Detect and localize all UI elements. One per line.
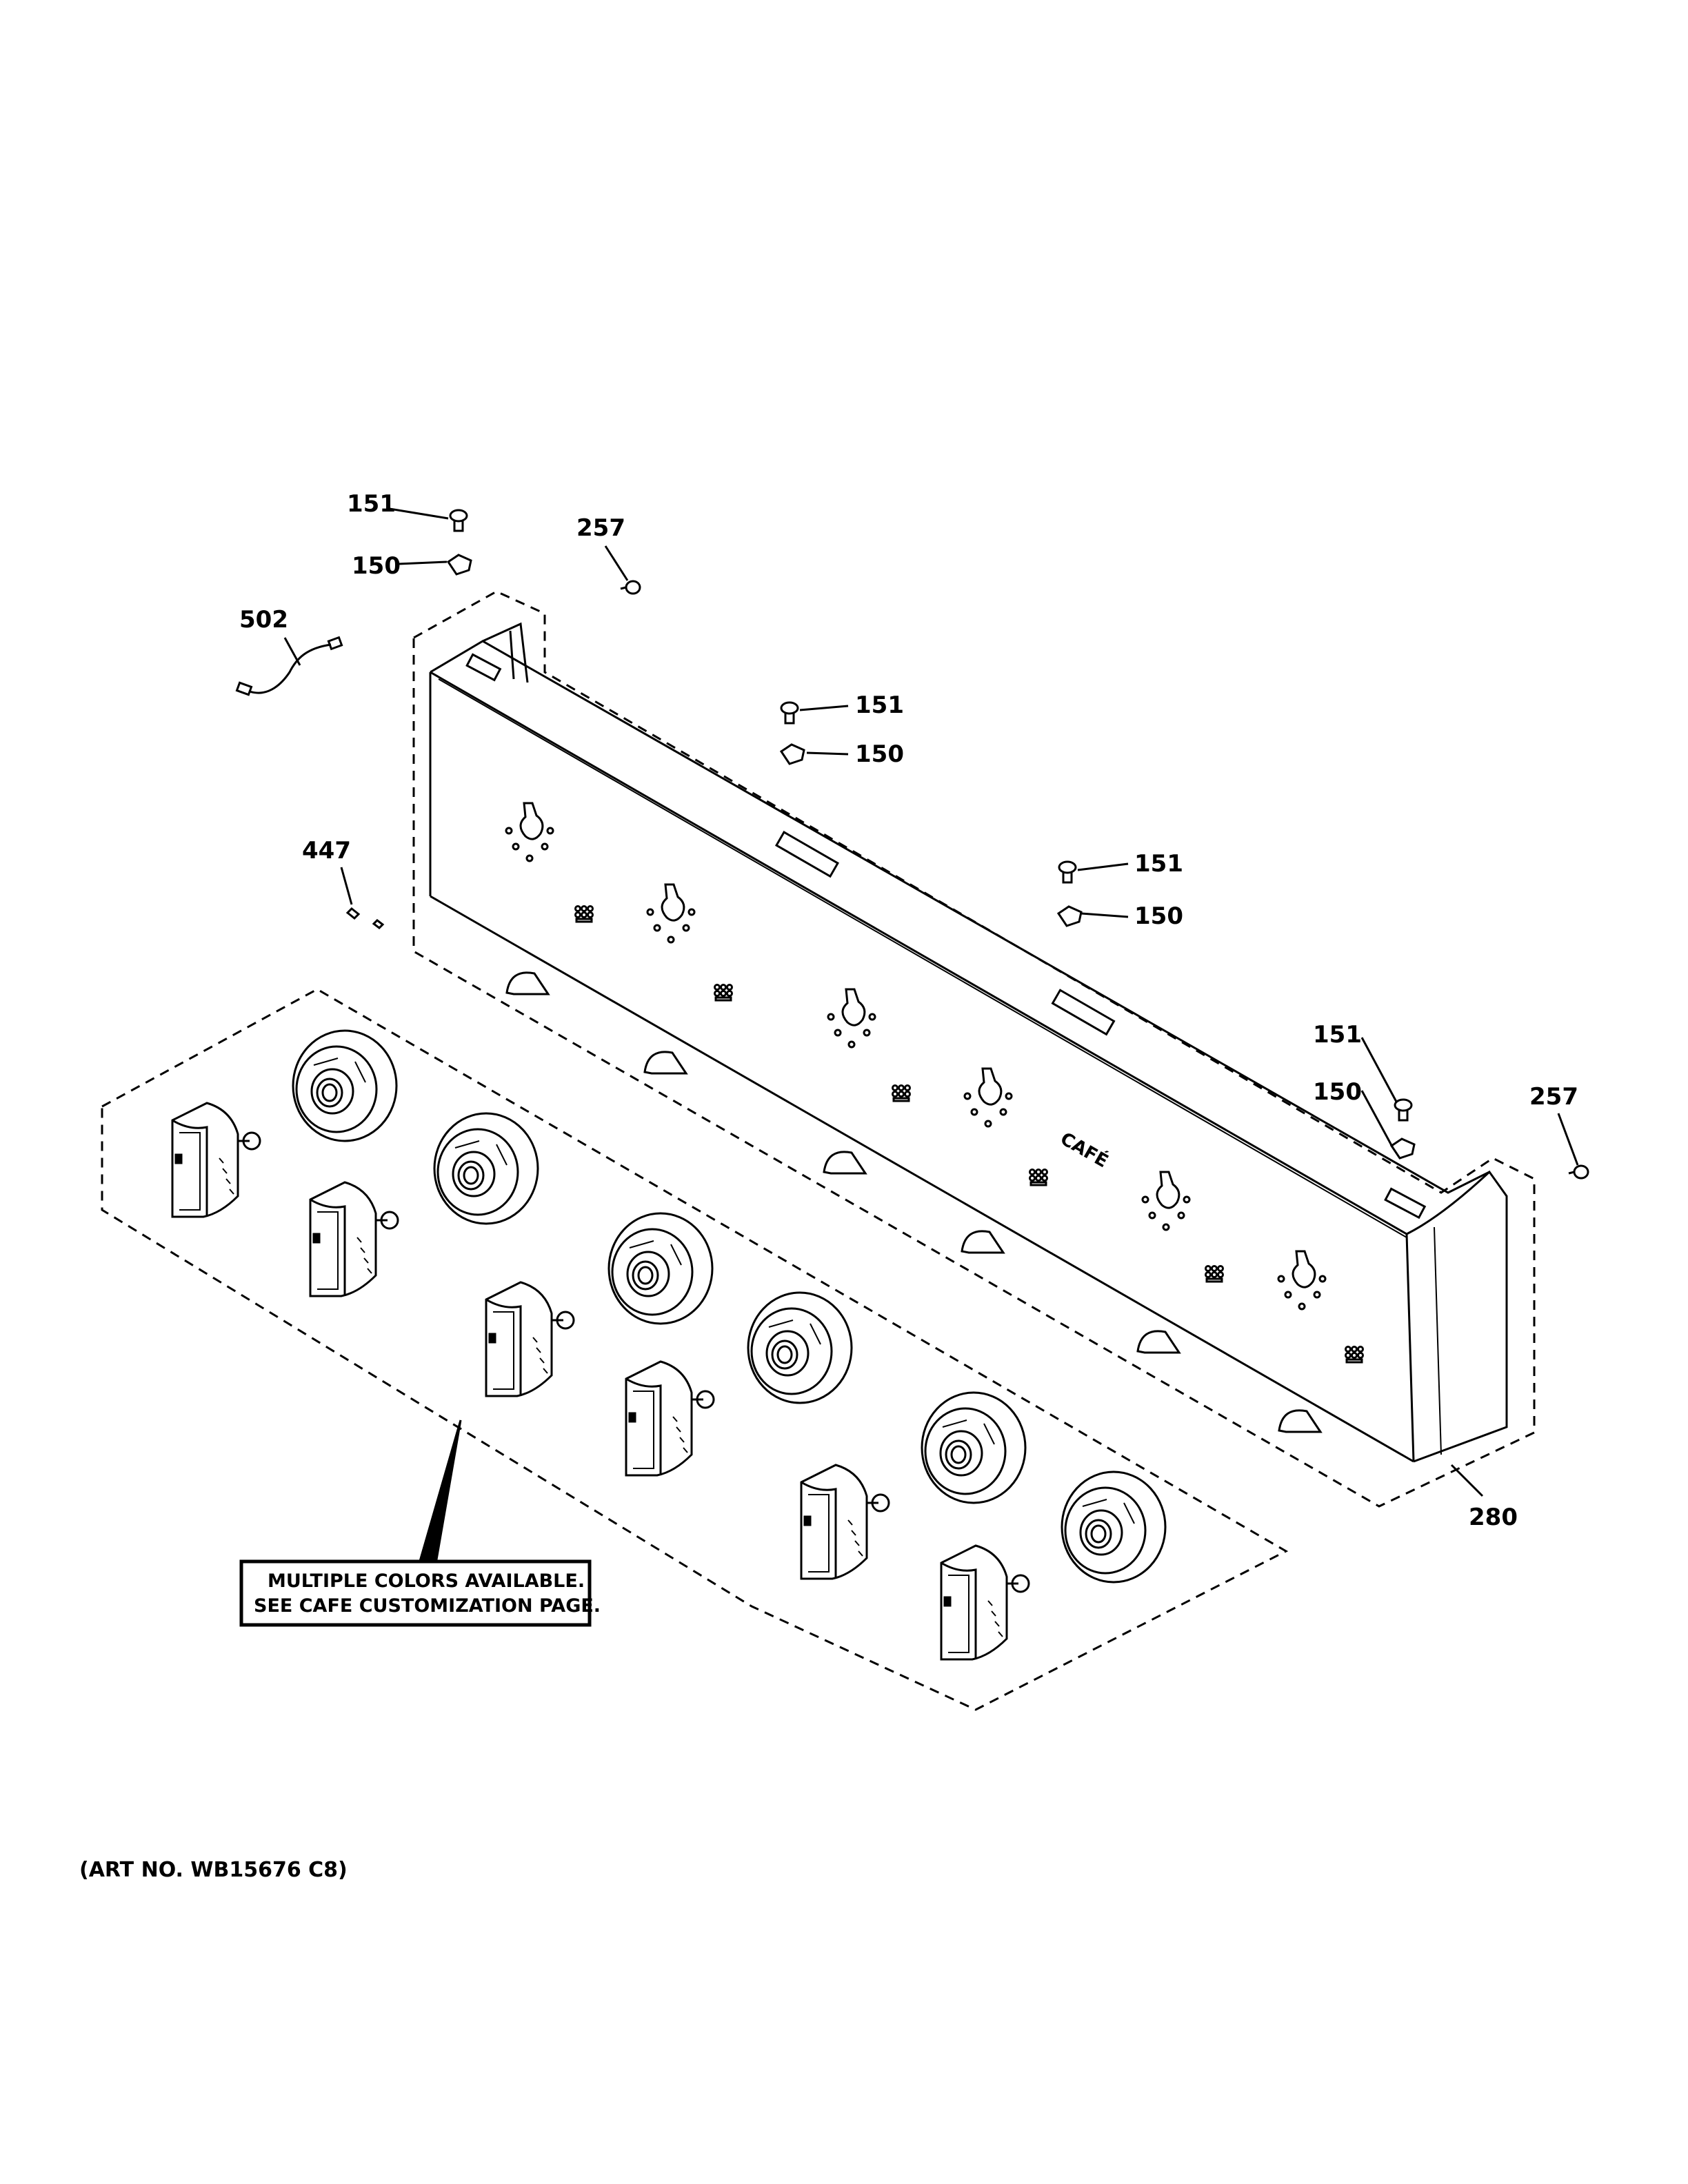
note-line-2: SEE CAFE CUSTOMIZATION PAGE. xyxy=(254,1595,601,1617)
knob-set xyxy=(171,1102,1030,1661)
screw-447-b xyxy=(372,919,385,929)
backguard-panel xyxy=(429,622,1508,1463)
note-line-1: MULTIPLE COLORS AVAILABLE. xyxy=(268,1570,585,1592)
screw-151-d xyxy=(1394,1098,1413,1122)
screw-151-a xyxy=(449,509,468,532)
valve-hole xyxy=(1277,1250,1327,1311)
callout-150-c: 150 xyxy=(1134,902,1183,930)
valve-hole xyxy=(505,802,554,862)
leader-lines xyxy=(283,507,1579,1565)
control-knob xyxy=(625,1360,715,1477)
art-number: (ART NO. WB15676 C8) xyxy=(79,1858,348,1882)
burner-mark xyxy=(1345,1346,1364,1364)
callout-257-a: 257 xyxy=(576,514,625,542)
burner-mark xyxy=(714,984,733,1002)
control-knob xyxy=(800,1464,890,1580)
knob-bezel xyxy=(292,1029,398,1142)
valve-hole xyxy=(827,988,876,1049)
control-knob xyxy=(485,1281,575,1397)
callout-502: 502 xyxy=(239,606,288,634)
panel-group-boundary xyxy=(412,590,1536,1508)
valve-hole xyxy=(646,883,696,944)
clip-150-a xyxy=(446,554,472,576)
screw-151-c xyxy=(1058,860,1077,884)
callout-150-b: 150 xyxy=(855,740,904,768)
burner-mark xyxy=(1029,1169,1048,1186)
knob-group-boundary xyxy=(101,988,1289,1711)
note-box xyxy=(239,1559,592,1627)
screw-257-b xyxy=(1568,1164,1589,1180)
clip-150-d xyxy=(1389,1138,1416,1160)
knob-bezel xyxy=(921,1391,1027,1504)
hardware-parts xyxy=(235,509,1589,1180)
knob-bezel xyxy=(1061,1470,1167,1584)
burner-mark xyxy=(1205,1265,1224,1283)
clip-150-c xyxy=(1056,905,1083,927)
screw-447-a xyxy=(345,907,361,920)
control-knob xyxy=(171,1102,261,1218)
knob-bezel xyxy=(607,1212,714,1325)
control-knob xyxy=(940,1544,1030,1661)
callout-150-a: 150 xyxy=(352,552,401,580)
burner-mark xyxy=(892,1084,911,1102)
screw-257-a xyxy=(620,580,641,595)
burner-mark xyxy=(574,905,594,923)
knob-bezel xyxy=(433,1112,539,1225)
callout-151-d: 151 xyxy=(1313,1021,1362,1049)
knob-bezel xyxy=(747,1291,853,1404)
control-knob xyxy=(309,1181,399,1297)
callout-447: 447 xyxy=(302,837,351,865)
callout-151-c: 151 xyxy=(1134,850,1183,878)
callout-151-a: 151 xyxy=(347,490,396,518)
callout-150-d: 150 xyxy=(1313,1078,1362,1106)
bezel-set xyxy=(292,1029,1167,1584)
screw-151-b xyxy=(780,701,799,725)
valve-hole xyxy=(1141,1171,1191,1231)
wire-harness-502 xyxy=(235,636,343,696)
valve-hole xyxy=(963,1067,1013,1128)
panel-brand-label: CAFÉ xyxy=(1056,1127,1112,1172)
callout-257-b: 257 xyxy=(1529,1083,1578,1111)
panel-valve-holes xyxy=(505,802,1364,1364)
clip-150-b xyxy=(779,743,805,765)
callout-151-b: 151 xyxy=(855,691,904,719)
callout-280: 280 xyxy=(1469,1504,1518,1531)
